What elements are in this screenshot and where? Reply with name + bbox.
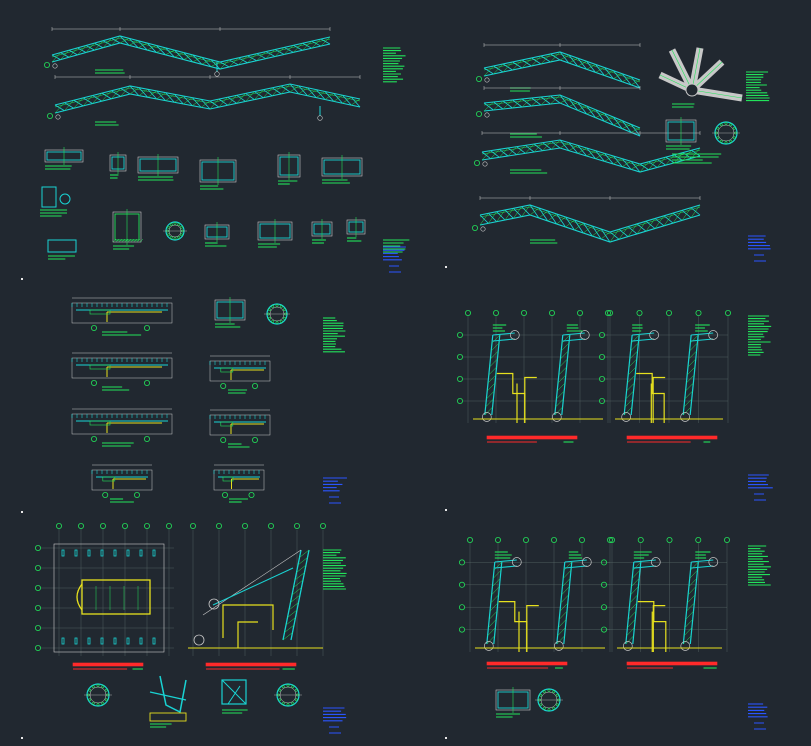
section-detail-1-1 (44, 147, 84, 170)
foundation-plan (35, 523, 174, 656)
truss-elevation-6 (471, 196, 701, 244)
ring-detail-5a (84, 683, 112, 707)
truss-section-c (71, 408, 173, 447)
frame-section-b (599, 309, 732, 423)
sheet-corner-mark (445, 509, 447, 511)
section-detail-1-5 (277, 152, 301, 185)
section-title-4b (626, 435, 718, 443)
title-block-4 (748, 474, 773, 501)
truss-elevation-1 (44, 27, 331, 77)
truss-section-b (71, 352, 173, 391)
sheet-corner-mark (21, 511, 23, 513)
truss-section-g (213, 464, 265, 503)
section-title-4a (486, 435, 578, 443)
frame-section-d (601, 537, 731, 652)
elevation-section-5 (188, 523, 326, 656)
anchor-detail-1 (112, 209, 144, 250)
frame-section-c (458, 537, 614, 652)
section-title-5b (205, 662, 297, 670)
title-block-2 (748, 235, 771, 262)
truss-elevation-3 (475, 43, 641, 92)
ring-detail-2 (712, 121, 740, 145)
title-block-3 (323, 477, 347, 504)
sheet-corner-mark (21, 737, 23, 739)
sheet-corner-mark (445, 737, 447, 739)
ring-detail-5b (274, 683, 302, 707)
title-block-6 (748, 703, 768, 730)
ring-detail-6 (535, 688, 563, 712)
truss-section-e (209, 355, 271, 394)
section-title-5a (72, 662, 144, 670)
section-detail-1-2 (109, 152, 127, 179)
sheet-corner-mark (445, 266, 447, 268)
connection-detail-3a (214, 297, 246, 328)
section-detail-1b-4 (346, 217, 366, 242)
truss-elevation-5 (473, 131, 701, 174)
truss-section-d (91, 464, 153, 503)
truss-section-a (71, 297, 173, 336)
ring-detail-3 (264, 303, 290, 325)
node-detail-1 (40, 186, 77, 260)
sheet-corner-mark (21, 278, 23, 280)
section-detail-1-3 (137, 154, 179, 181)
legend-notes-1 (383, 239, 410, 253)
general-notes-1 (383, 47, 406, 83)
connection-detail-6 (495, 687, 531, 718)
section-detail-1b-1 (204, 222, 230, 247)
section-title-6a (486, 661, 568, 669)
general-notes-4 (748, 315, 772, 356)
node-detail-2 (665, 117, 697, 150)
general-notes-2 (746, 71, 770, 102)
section-detail-1-6 (321, 155, 363, 184)
space-node-3d (658, 47, 743, 108)
node-notes-2 (672, 153, 722, 164)
section-title-6b (626, 661, 718, 669)
truss-elevation-4 (475, 86, 641, 138)
node-3d-detail-5 (149, 675, 187, 728)
section-detail-1-4 (199, 157, 237, 190)
frame-section-a (456, 309, 612, 423)
general-notes-6 (748, 545, 771, 586)
title-block-1 (383, 246, 406, 273)
truss-section-f (209, 409, 271, 448)
section-detail-1b-3 (311, 219, 333, 244)
general-notes-3 (323, 317, 346, 353)
general-notes-5 (323, 549, 347, 590)
title-block-5 (323, 707, 347, 734)
truss-elevation-2 (47, 75, 361, 126)
node-3d-detail-5b (221, 679, 248, 714)
ring-detail-1 (163, 221, 187, 241)
section-detail-1b-2 (257, 219, 293, 248)
